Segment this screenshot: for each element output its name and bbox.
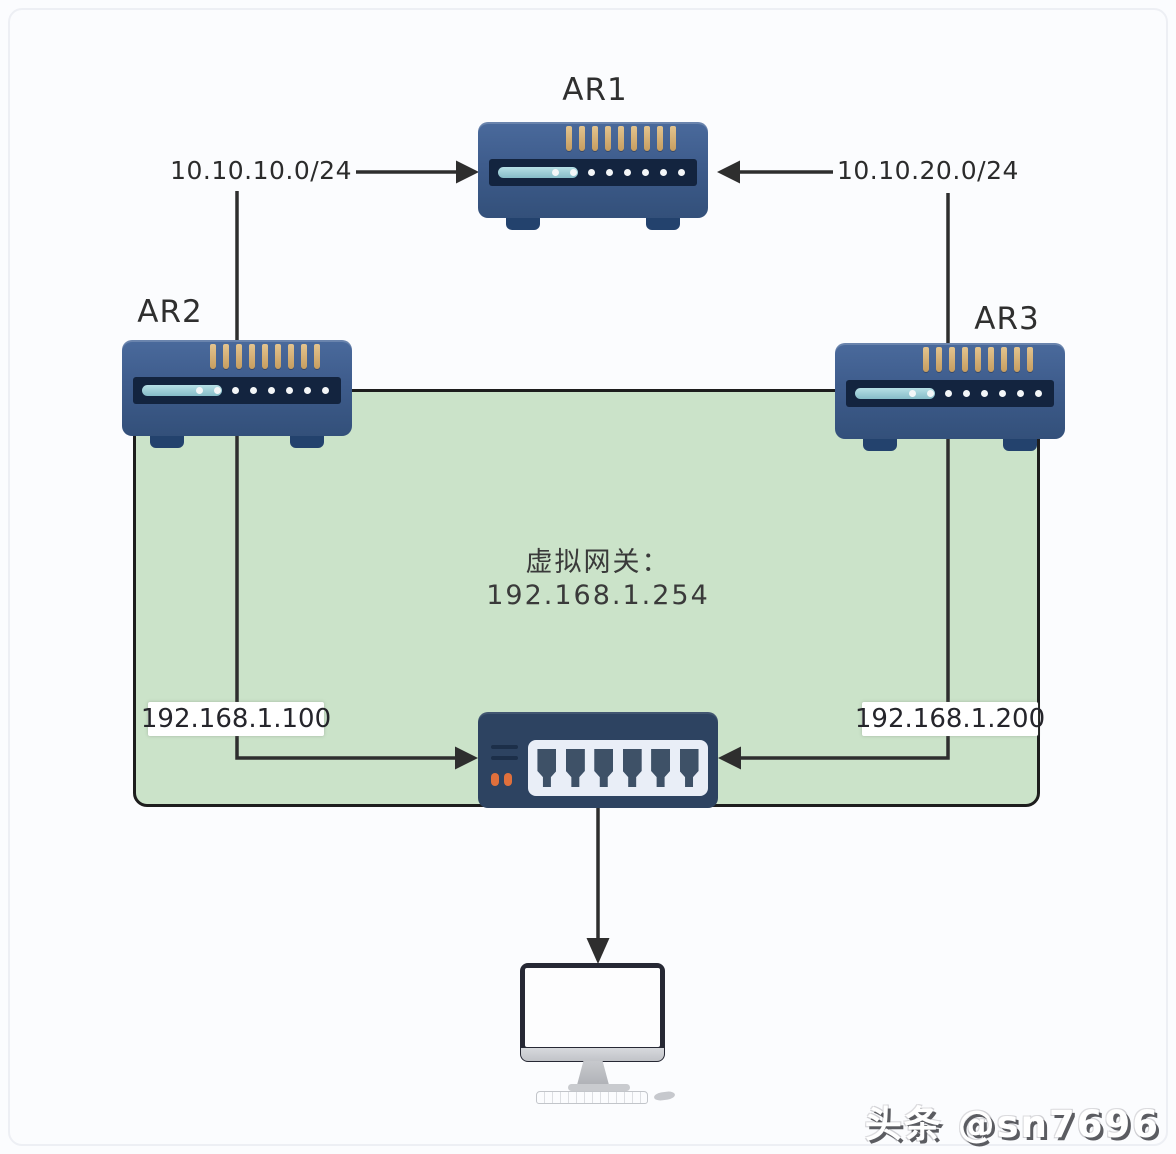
gateway-annotation: 虚拟网关： 192.168.1.254 bbox=[458, 546, 738, 612]
router-ar1-icon bbox=[478, 122, 708, 230]
router-body bbox=[122, 340, 352, 436]
mouse bbox=[653, 1090, 676, 1102]
ip-label-right: 192.168.1.200 bbox=[854, 702, 1046, 736]
switch-icon bbox=[478, 712, 718, 808]
watermark: 头条 @sn7696 bbox=[864, 1103, 1160, 1146]
gateway-title: 虚拟网关： bbox=[525, 547, 671, 578]
router-foot bbox=[646, 215, 680, 230]
gateway-ip: 192.168.1.254 bbox=[486, 580, 710, 611]
arrowhead-into-switch-right bbox=[718, 746, 741, 770]
router-pins bbox=[566, 126, 676, 151]
router-pins bbox=[210, 344, 320, 369]
subnet-label-right: 10.10.20.0/24 bbox=[837, 156, 1019, 185]
ip-label-left: 192.168.1.100 bbox=[140, 702, 332, 736]
router-front-panel bbox=[846, 380, 1054, 407]
router-foot bbox=[863, 436, 897, 451]
keyboard bbox=[536, 1091, 648, 1104]
arrowhead-into-switch-left bbox=[455, 746, 478, 770]
subnet-label-left: 10.10.10.0/24 bbox=[170, 156, 352, 185]
router-display bbox=[498, 167, 578, 178]
monitor-base bbox=[568, 1084, 630, 1091]
router-leds bbox=[196, 387, 329, 394]
wire-ar2-to-switch bbox=[235, 428, 455, 760]
computer-icon bbox=[520, 963, 680, 1108]
switch-leds bbox=[491, 773, 512, 786]
monitor-stand bbox=[577, 1061, 609, 1085]
monitor-chin bbox=[521, 1048, 664, 1061]
router-foot bbox=[506, 215, 540, 230]
monitor bbox=[520, 963, 665, 1062]
router-pins bbox=[923, 347, 1033, 372]
monitor-screen bbox=[525, 968, 660, 1047]
router-body bbox=[478, 122, 708, 218]
router-ar3-icon bbox=[835, 343, 1065, 451]
router-label-ar2: AR2 bbox=[137, 294, 203, 330]
arrowhead-into-ar1-right bbox=[717, 160, 740, 184]
router-front-panel bbox=[133, 377, 341, 404]
router-foot bbox=[1003, 436, 1037, 451]
router-front-panel bbox=[489, 159, 697, 186]
switch-ports bbox=[528, 740, 708, 796]
arrowhead-into-computer bbox=[586, 938, 610, 964]
wire-ar3-to-switch bbox=[741, 432, 950, 760]
router-display bbox=[142, 385, 222, 396]
router-leds bbox=[552, 169, 685, 176]
switch-vents bbox=[491, 745, 518, 767]
router-body bbox=[835, 343, 1065, 439]
arrowhead-into-ar1-left bbox=[456, 160, 479, 184]
router-display bbox=[855, 388, 935, 399]
router-foot bbox=[290, 433, 324, 448]
router-label-ar3: AR3 bbox=[974, 301, 1040, 337]
router-foot bbox=[150, 433, 184, 448]
router-leds bbox=[909, 390, 1042, 397]
router-label-ar1: AR1 bbox=[562, 72, 628, 108]
router-ar2-icon bbox=[122, 340, 352, 448]
